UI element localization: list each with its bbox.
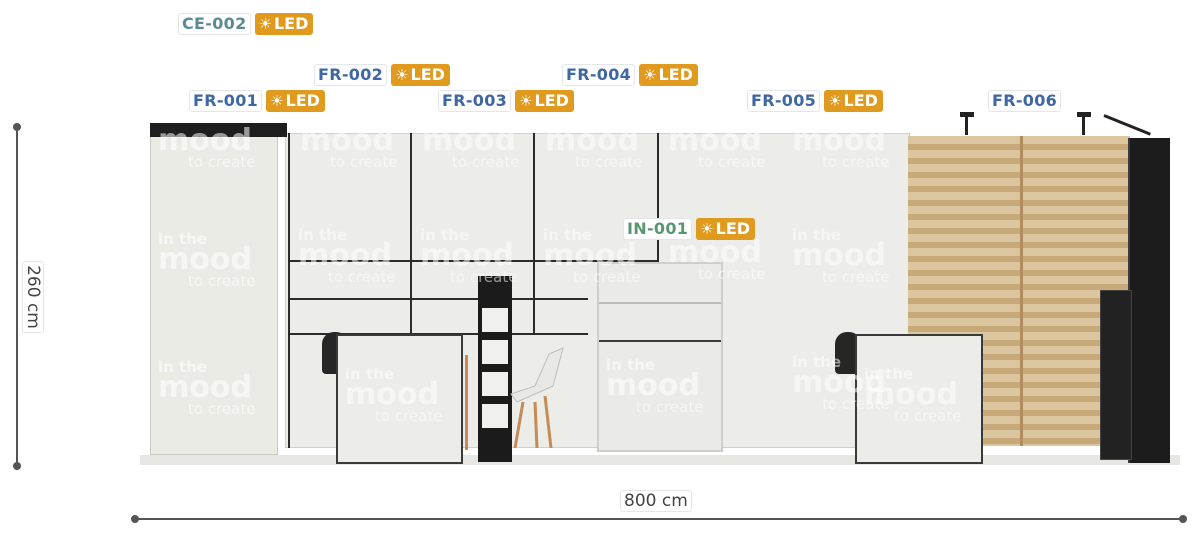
label-code: FR-003: [438, 90, 512, 112]
label-fr-003[interactable]: FR-003 ☀LED: [438, 90, 574, 112]
brochure-stand: [478, 276, 512, 462]
label-code: FR-001: [189, 90, 263, 112]
width-dimension-label: 800 cm: [620, 490, 692, 512]
led-badge: ☀LED: [639, 64, 698, 86]
sun-icon: ☀: [643, 66, 657, 84]
label-code: CE-002: [178, 13, 251, 35]
spotlight-stem: [965, 117, 968, 135]
sun-icon: ☀: [395, 66, 409, 84]
spotlight-arm: [1103, 114, 1151, 136]
label-code: FR-002: [314, 64, 388, 86]
wall-seam: [288, 133, 290, 448]
label-fr-001[interactable]: FR-001 ☀LED: [189, 90, 325, 112]
label-fr-006[interactable]: FR-006: [988, 90, 1062, 112]
label-fr-005[interactable]: FR-005 ☀LED: [747, 90, 883, 112]
width-dimension-text: 800 cm: [620, 490, 692, 512]
dimension-endpoint: [13, 123, 21, 131]
height-dimension-line: [16, 126, 18, 466]
led-badge: ☀LED: [266, 90, 325, 112]
spotlight-icon: [1077, 112, 1091, 117]
dark-shelf: [1100, 290, 1132, 460]
counter-right: [855, 334, 983, 464]
label-ce-002[interactable]: CE-002 ☀LED: [178, 13, 314, 35]
label-code: IN-001: [623, 218, 693, 240]
label-code: FR-004: [562, 64, 636, 86]
wall-seam: [410, 133, 412, 333]
wall-seam: [533, 133, 535, 333]
sun-icon: ☀: [700, 220, 714, 238]
height-dimension-text: 260 cm: [22, 261, 44, 333]
label-code: FR-006: [988, 90, 1062, 112]
chair: [510, 347, 564, 449]
dimension-endpoint: [13, 462, 21, 470]
wall-seam: [288, 260, 658, 262]
led-badge: ☀LED: [696, 218, 756, 240]
led-badge: ☀LED: [391, 64, 450, 86]
sun-icon: ☀: [270, 92, 284, 110]
label-fr-002[interactable]: FR-002 ☀LED: [314, 64, 450, 86]
floor: [140, 455, 1180, 465]
width-dimension-line: [134, 518, 1184, 520]
led-badge: ☀LED: [254, 13, 314, 35]
wood-slat-wall: [908, 136, 1130, 446]
counter-left: [336, 334, 463, 464]
sun-icon: ☀: [828, 92, 842, 110]
dimension-endpoint: [131, 515, 139, 523]
led-badge: ☀LED: [824, 90, 883, 112]
info-counter: [597, 262, 723, 452]
bar-stool: [465, 355, 478, 450]
cabinet-top: [150, 123, 287, 137]
spotlight-icon: [960, 112, 974, 117]
wall-seam: [657, 133, 659, 263]
sun-icon: ☀: [519, 92, 533, 110]
label-in-001[interactable]: IN-001 ☀LED: [623, 218, 756, 240]
dark-side-wall: [1128, 138, 1170, 463]
sun-icon: ☀: [258, 15, 272, 33]
led-badge: ☀LED: [515, 90, 574, 112]
storage-cabinet: [150, 135, 278, 455]
wall-seam: [288, 298, 588, 300]
dimension-endpoint: [1179, 515, 1187, 523]
height-dimension-label: 260 cm: [22, 247, 44, 347]
spotlight-stem: [1082, 117, 1085, 135]
label-code: FR-005: [747, 90, 821, 112]
label-fr-004[interactable]: FR-004 ☀LED: [562, 64, 698, 86]
